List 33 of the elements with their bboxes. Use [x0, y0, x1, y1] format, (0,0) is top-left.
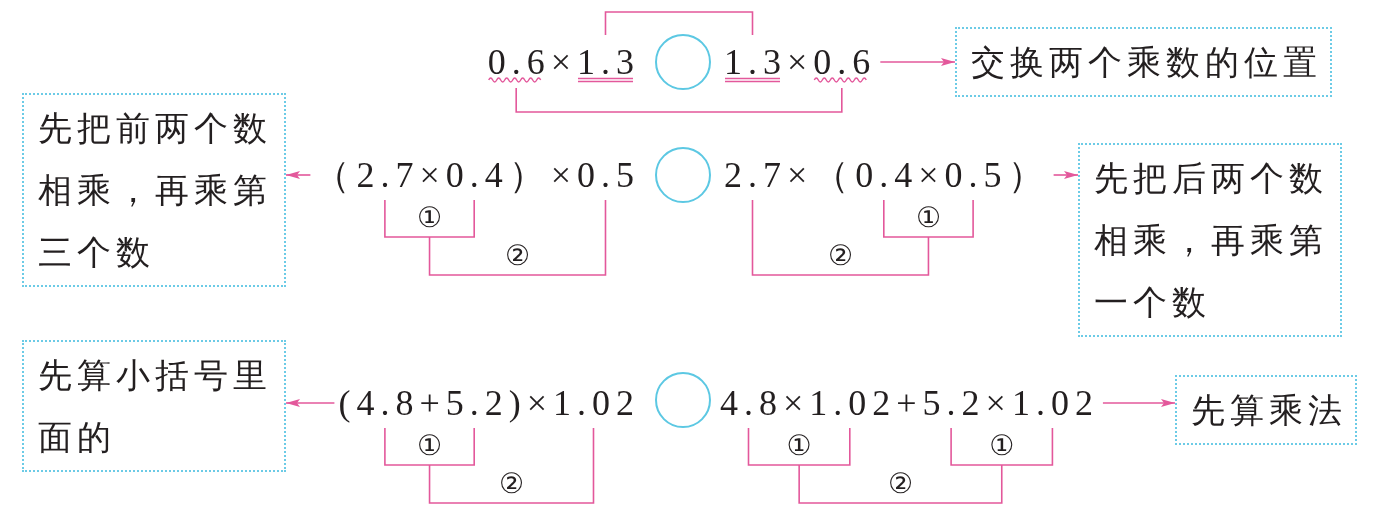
step-number: ②: [504, 242, 531, 270]
note-text: 先把后两个数相乘，再乘第一个数: [1094, 157, 1329, 324]
arrow: [879, 58, 956, 66]
note-text: 交换两个乘数的位置: [971, 41, 1322, 84]
arrow: [285, 171, 312, 179]
math-expression: 4.8×1.02+5.2×1.02: [720, 381, 1099, 425]
step-number: ②: [498, 470, 525, 498]
note-box: [22, 93, 286, 287]
step-number: ①: [915, 204, 941, 232]
step-number: ①: [417, 432, 443, 460]
math-expression: （2.7×0.4）×0.5: [314, 153, 640, 197]
note-text: 先算小括号里面的: [38, 354, 273, 459]
note-text: 先把前两个数相乘，再乘第三个数: [38, 107, 273, 274]
step-number: ①: [786, 432, 812, 460]
note-text: 先算乘法: [1191, 389, 1347, 432]
math-expression: 0.6×1.3: [487, 40, 640, 84]
step-number: ①: [989, 432, 1015, 460]
math-expression: (4.8+5.2)×1.02: [338, 381, 640, 425]
step-number: ②: [827, 242, 853, 270]
math-expression: 2.7×（0.4×0.5）: [724, 153, 1050, 197]
answer-circle: [655, 372, 711, 428]
arrow: [285, 399, 336, 407]
step-number: ①: [417, 204, 443, 232]
note-box: [22, 340, 286, 472]
note-box: [1078, 143, 1342, 337]
step-number: ②: [887, 470, 913, 498]
math-expression: 1.3×0.6: [724, 40, 877, 84]
answer-circle: [655, 147, 711, 203]
note-box: [955, 27, 1332, 97]
arrow: [1102, 399, 1176, 407]
answer-circle: [655, 34, 711, 90]
arrow: [1052, 171, 1079, 179]
note-box: [1175, 375, 1357, 445]
